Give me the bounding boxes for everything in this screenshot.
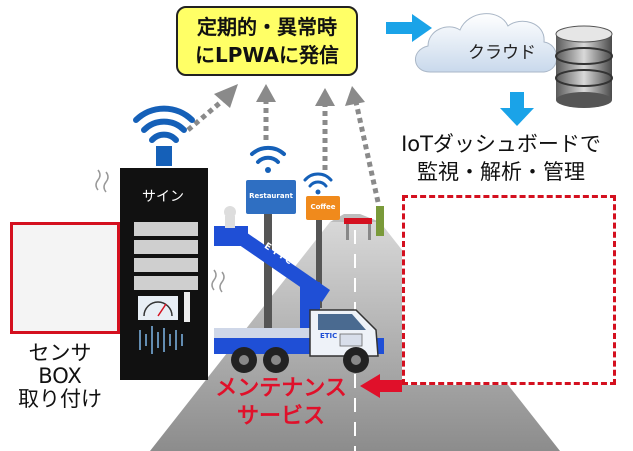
sensor-box-frame [10,222,120,334]
maintenance-line-1: メンテナンス [186,375,376,403]
sensor-line-2: BOX [0,365,120,388]
dashboard-caption: IoTダッシュボードで 監視・解析・管理 [386,130,616,186]
wifi-icon-sign [136,109,192,166]
sensor-line-3: 取り付け [0,388,120,411]
bubble-line-2: にLPWAに発信 [195,41,339,69]
signal-arrowheads [214,84,365,108]
dashboard-line-2: 監視・解析・管理 [386,158,616,186]
sensor-line-1: センサ [0,342,120,365]
sign-label: サイン [122,186,204,206]
sensor-caption: センサ BOX 取り付け [0,342,120,411]
wifi-icon-coffee [305,174,331,195]
door-text: ETIC [320,332,337,340]
restaurant-label: Restaurant [246,192,296,200]
bubble-line-1: 定期的・異常時 [197,13,337,41]
wifi-icon-restaurant [252,148,284,173]
dashboard-line-1: IoTダッシュボードで [386,130,616,158]
database-icon [556,26,612,108]
blue-arrow-right [386,14,432,42]
maintenance-line-2: サービス [186,403,376,431]
dashboard-panel [402,195,616,385]
maintenance-caption: メンテナンス サービス [186,375,376,431]
cloud-label: クラウド [468,38,536,63]
blue-arrow-down [500,92,534,126]
coffee-label: Coffee [306,203,340,211]
lpwa-bubble: 定期的・異常時 にLPWAに発信 [176,6,358,76]
